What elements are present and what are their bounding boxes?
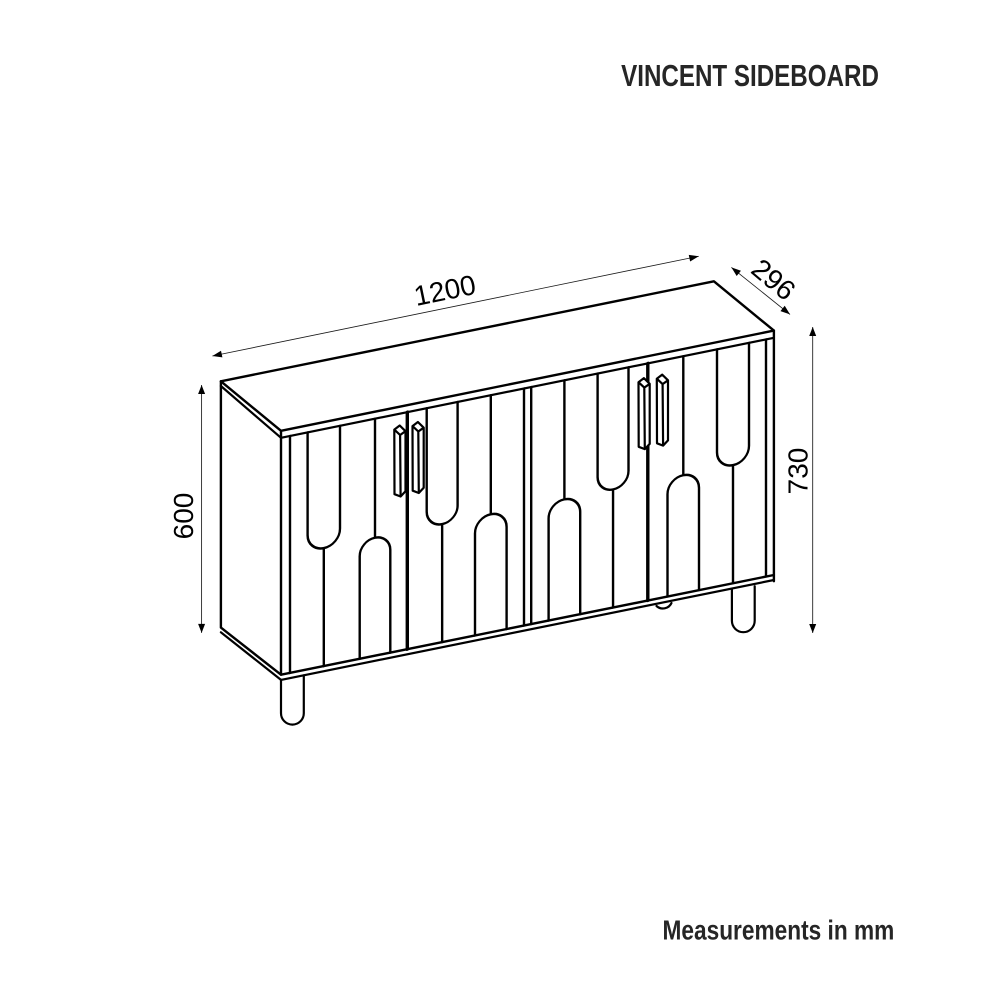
svg-text:Measurements in mm: Measurements in mm (662, 915, 894, 946)
svg-text:730: 730 (783, 448, 814, 495)
svg-text:VINCENT SIDEBOARD: VINCENT SIDEBOARD (621, 58, 879, 93)
svg-text:600: 600 (168, 493, 199, 540)
